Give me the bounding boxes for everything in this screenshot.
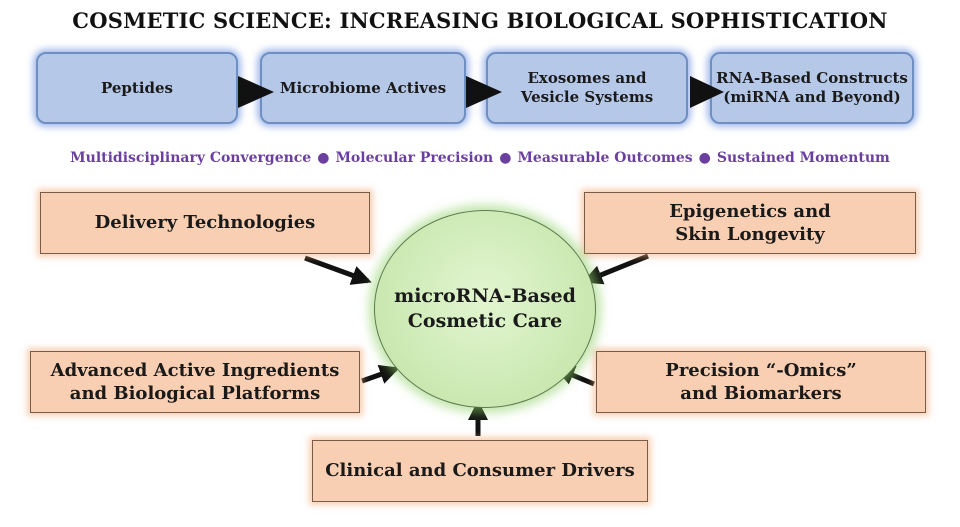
tagline-item: Molecular Precision [335,150,494,166]
progression-arrow-icon [466,76,502,108]
factor-precision-omics-biomarkers: Precision “-Omics” and Biomarkers [596,351,926,413]
tagline-item: Multidisciplinary Convergence [70,150,312,166]
tagline-item: Sustained Momentum [716,150,890,166]
stage-rna-based-constructs: RNA-Based Constructs (miRNA and Beyond) [710,52,914,124]
diagram-title: COSMETIC SCIENCE: INCREASING BIOLOGICAL … [72,8,888,33]
factor-advanced-active-ingredients: Advanced Active Ingredients and Biologic… [30,351,360,413]
tagline: Multidisciplinary Convergence ● Molecular … [0,150,960,166]
stage-exosomes-vesicle-systems: Exosomes and Vesicle Systems [486,52,688,124]
tagline-separator-icon: ● [499,150,512,166]
arrow-advanced-to-center [361,364,400,384]
stage-microbiome-actives: Microbiome Actives [260,52,466,124]
arrow-delivery-to-center [304,255,372,285]
center-microrna-cosmetic-care: microRNA-Based Cosmetic Care [374,210,596,408]
stage-peptides: Peptides [36,52,238,124]
tagline-separator-icon: ● [317,150,330,166]
factor-epigenetics-skin-longevity: Epigenetics and Skin Longevity [584,192,916,254]
progression-arrow-icon [238,76,274,108]
tagline-separator-icon: ● [698,150,711,166]
tagline-item: Measurable Outcomes [517,150,693,166]
factor-delivery-technologies: Delivery Technologies [40,192,370,254]
factor-clinical-consumer-drivers: Clinical and Consumer Drivers [312,440,648,502]
arrow-epigenetics-to-center [582,253,649,285]
progression-arrow-icon [690,76,724,108]
